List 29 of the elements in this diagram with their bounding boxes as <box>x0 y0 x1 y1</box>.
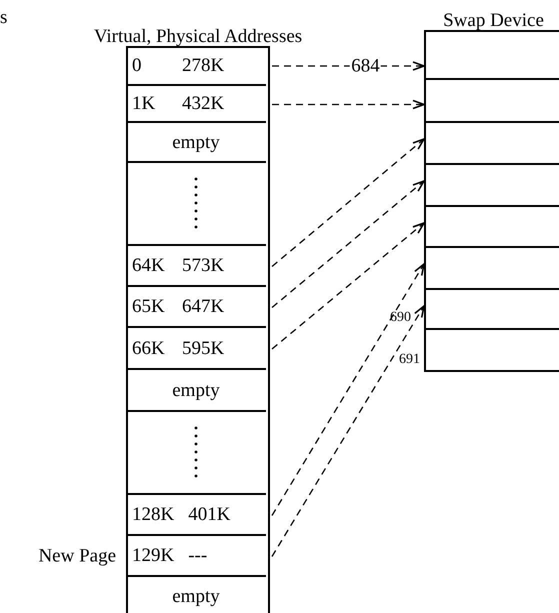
dashed-arrow <box>271 263 425 516</box>
virtual-address: 1K <box>132 94 156 113</box>
physical-address: 401K <box>188 505 230 524</box>
virtual-address: 128K <box>132 505 174 524</box>
virtual-address: 66K <box>132 338 166 358</box>
physical-address: --- <box>188 546 208 565</box>
dashed-arrow <box>272 100 425 110</box>
dashed-arrow <box>272 138 425 267</box>
physical-address: 573K <box>182 256 224 275</box>
virtual-address: 65K <box>132 297 166 316</box>
physical-address: 432K <box>182 94 224 113</box>
cut-off-heading: s <box>0 8 8 27</box>
physical-address: 595K <box>182 338 224 358</box>
dashed-arrow <box>272 222 425 350</box>
cell-text: empty <box>172 380 220 400</box>
column-heading: Virtual, Physical Addresses <box>94 27 302 46</box>
physical-address: 647K <box>182 297 224 316</box>
block-number: 690 <box>390 311 411 325</box>
dashed-arrow <box>272 180 425 308</box>
block-number: 691 <box>399 353 420 367</box>
cell-text: empty <box>172 586 220 606</box>
row-note: New Page <box>38 546 116 565</box>
virtual-address: 0 <box>132 56 142 74</box>
dashed-arrow <box>271 305 425 557</box>
virtual-address: 64K <box>132 256 166 275</box>
physical-address: 278K <box>182 56 224 74</box>
cell-text: empty <box>172 132 220 152</box>
column-heading: Swap Device <box>443 11 544 30</box>
virtual-address: 129K <box>132 546 174 565</box>
